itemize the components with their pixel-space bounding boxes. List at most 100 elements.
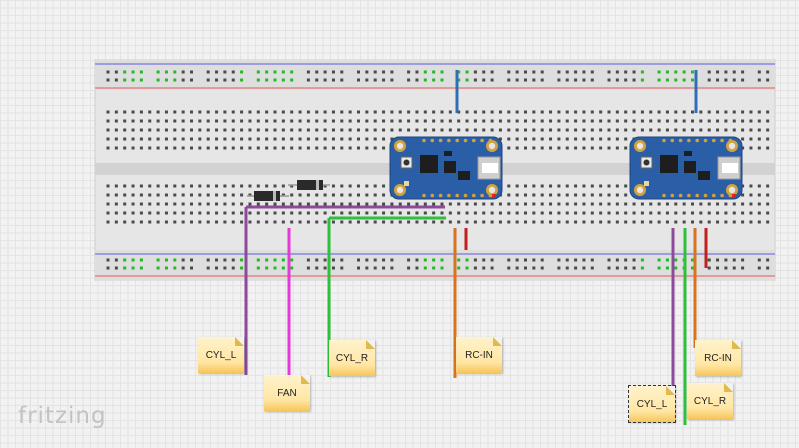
- breadboard-hole: [532, 128, 536, 132]
- breadboard-hole: [190, 146, 193, 150]
- breadboard-hole: [599, 110, 603, 114]
- breadboard-hole: [131, 220, 135, 224]
- breadboard-hole: [131, 110, 135, 114]
- breadboard-hole: [298, 128, 302, 132]
- breadboard-hole: [331, 266, 335, 270]
- breadboard-hole: [540, 220, 544, 224]
- breadboard-hole: [724, 119, 728, 123]
- diode-1[interactable]: [247, 191, 289, 201]
- breadboard-hole: [515, 202, 519, 206]
- breadboard-hole: [190, 128, 193, 132]
- breadboard-hole: [290, 258, 294, 262]
- breadboard-hole: [757, 266, 761, 270]
- breadboard-hole: [482, 202, 486, 206]
- breadboard-hole: [181, 70, 185, 74]
- breadboard-hole: [190, 184, 193, 188]
- breadboard-hole: [298, 202, 302, 206]
- breadboard-hole: [640, 110, 644, 114]
- breadboard-hole: [215, 146, 219, 150]
- microcontroller-board-right[interactable]: [629, 136, 743, 200]
- note-fan[interactable]: FAN: [264, 375, 310, 411]
- breadboard-hole: [148, 137, 152, 141]
- breadboard-hole: [315, 110, 319, 114]
- breadboard-hole: [198, 137, 202, 141]
- breadboard-hole: [181, 137, 185, 141]
- breadboard-hole: [148, 184, 152, 188]
- diode-2[interactable]: [288, 180, 330, 190]
- breadboard-hole: [707, 119, 711, 123]
- breadboard-hole: [181, 78, 185, 82]
- breadboard-hole: [223, 70, 227, 74]
- note-rc-in-right[interactable]: RC-IN: [695, 340, 741, 376]
- breadboard-hole: [290, 211, 294, 215]
- breadboard-hole: [357, 137, 360, 141]
- breadboard-hole: [231, 193, 235, 197]
- breadboard-hole: [306, 110, 310, 114]
- note-label: CYL_L: [205, 349, 237, 361]
- breadboard-hole: [498, 119, 502, 123]
- breadboard-hole: [315, 193, 319, 197]
- breadboard-hole: [599, 146, 603, 150]
- breadboard-hole: [256, 202, 260, 206]
- breadboard-hole: [691, 70, 694, 74]
- breadboard-hole: [281, 128, 285, 132]
- breadboard-hole: [707, 220, 711, 224]
- breadboard-hole: [407, 220, 411, 224]
- breadboard-hole: [231, 211, 235, 215]
- note-cyl-r-left[interactable]: CYL_R: [329, 340, 375, 376]
- breadboard-hole: [281, 119, 285, 123]
- breadboard-hole: [240, 137, 244, 141]
- note-rc-in-left[interactable]: RC-IN: [456, 337, 502, 373]
- usb-port-opening: [482, 163, 498, 173]
- microcontroller-board-left[interactable]: [389, 136, 503, 200]
- breadboard-hole: [315, 128, 319, 132]
- breadboard-hole: [457, 70, 461, 74]
- breadboard-hole: [716, 78, 720, 82]
- pin-pad: [488, 193, 493, 198]
- breadboard-hole: [757, 220, 761, 224]
- breadboard-hole: [423, 220, 427, 224]
- breadboard-hole: [365, 128, 369, 132]
- breadboard-hole: [507, 266, 511, 270]
- breadboard-hole: [240, 258, 244, 262]
- breadboard-hole: [357, 128, 360, 132]
- note-cyl-l-left[interactable]: CYL_L: [198, 337, 244, 373]
- breadboard-hole: [557, 70, 561, 74]
- breadboard-hole: [265, 78, 269, 82]
- breadboard-hole: [574, 137, 578, 141]
- breadboard-hole: [340, 202, 344, 206]
- breadboard-hole: [390, 110, 394, 114]
- breadboard-hole: [323, 211, 327, 215]
- note-cyl-r-right[interactable]: CYL_R: [687, 383, 733, 419]
- breadboard-hole: [357, 78, 360, 82]
- breadboard-hole: [382, 258, 386, 262]
- note-label: CYL_L: [636, 398, 668, 410]
- pin-pad: [695, 138, 699, 143]
- breadboard-hole: [156, 110, 160, 114]
- breadboard-hole: [649, 128, 653, 132]
- note-cyl-l-right[interactable]: CYL_L: [628, 385, 676, 423]
- breadboard-hole: [657, 128, 661, 132]
- breadboard-hole: [298, 110, 302, 114]
- breadboard-hole: [757, 184, 761, 188]
- breadboard-hole: [215, 220, 219, 224]
- breadboard-hole: [357, 211, 360, 215]
- breadboard-hole: [106, 137, 110, 141]
- breadboard-hole: [615, 258, 619, 262]
- breadboard-hole: [398, 128, 402, 132]
- breadboard-hole: [215, 193, 219, 197]
- breadboard-hole: [340, 211, 344, 215]
- breadboard-hole: [190, 110, 193, 114]
- breadboard-hole: [624, 119, 628, 123]
- breadboard-hole: [265, 110, 269, 114]
- breadboard-hole: [515, 211, 519, 215]
- breadboard-hole: [590, 146, 594, 150]
- breadboard-hole: [273, 266, 277, 270]
- pin-pad: [480, 193, 484, 198]
- breadboard-hole: [198, 119, 202, 123]
- breadboard-hole: [415, 211, 419, 215]
- breadboard-hole: [707, 266, 711, 270]
- small-chip: [684, 151, 692, 156]
- breadboard-hole: [640, 220, 644, 224]
